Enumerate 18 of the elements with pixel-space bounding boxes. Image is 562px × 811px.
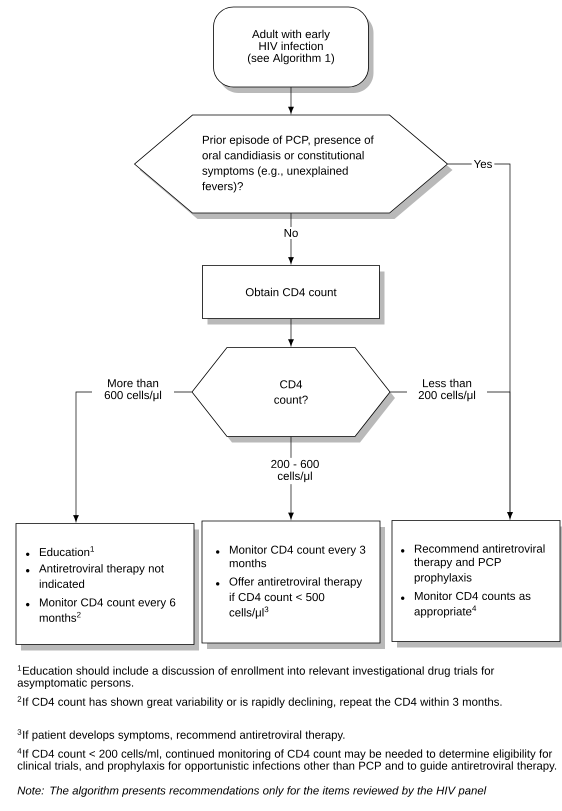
edge-label: Less than 200 cells/μl: [407, 376, 487, 404]
process-box: Obtain CD4 count: [202, 265, 384, 324]
arrow: [288, 87, 294, 114]
edge-label: More than 600 cells/μl: [92, 376, 174, 404]
arrow: [288, 318, 294, 346]
edge-label: No: [282, 227, 300, 239]
start-box: Adult with early HIV infection (see Algorithm 1): [213, 6, 374, 93]
footnote: $^{1}$Education should include a discussion of enrollment into relevant investigational drug trials for asymptomatic persons.: [18, 665, 494, 689]
decision-hexagon: CD4 count?: [192, 347, 395, 442]
edge-label: 200 - 600 cells/μl: [263, 458, 327, 484]
edge-label: Yes: [472, 158, 494, 170]
note: Note: The algorithm presents recommendations only for the items reviewed by the HIV panel: [18, 786, 486, 797]
footnote: $^{2}$If CD4 count has shown great variability or is rapidly declining, repeat the CD4 within 3 months.: [18, 696, 502, 708]
footnote: $^{4}$If CD4 count < 200 cells/ml, continued monitoring of CD4 count may be needed to determine eligibility for clinical trials, and prophylaxis for opportunistic infections other than PCP and to guide antiretroviral therapy.: [17, 748, 556, 772]
recommendation-box: Monitor CD4 count every 3 months Offer antiretroviral therapy if CD4 count < 500 cells/μl$^{3}$: [202, 520, 385, 649]
recommendation-box: Recommend antiretroviral therapy and PCP prophylaxis Monitor CD4 counts as appropriate$^{4}$: [392, 520, 562, 648]
footnote: $^{3}$If patient develops symptoms, recommend antiretroviral therapy.: [18, 729, 344, 742]
recommendation-box: Education$^{1}$ Antiretroviral therapy not indicated Monitor CD4 count every 6 months$^{2}$: [16, 523, 199, 650]
